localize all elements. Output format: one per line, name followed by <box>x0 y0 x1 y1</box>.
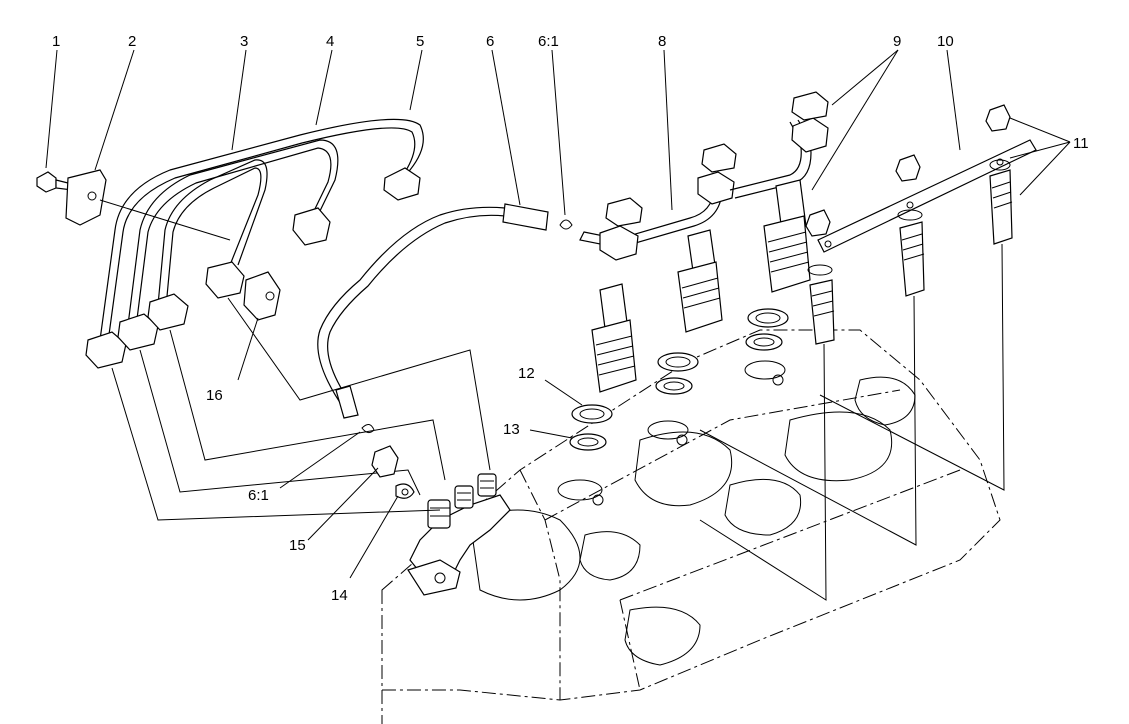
injection-lines <box>85 118 491 521</box>
bolt-and-clamps <box>36 169 281 321</box>
injectors <box>591 179 811 393</box>
callout-5: 5 <box>416 33 424 50</box>
callout-6: 6 <box>486 33 494 50</box>
callout-6-1-top: 6:1 <box>538 33 559 50</box>
callout-15: 15 <box>289 537 306 554</box>
callout-labels: 1 2 3 4 5 6 6:1 8 9 10 11 12 13 14 15 16… <box>52 33 1089 604</box>
callout-6-1-bottom: 6:1 <box>248 487 269 504</box>
glow-plugs <box>699 104 1013 601</box>
injection-pump <box>407 473 511 596</box>
callout-10: 10 <box>937 33 954 50</box>
return-hose <box>317 203 605 499</box>
callout-3: 3 <box>240 33 248 50</box>
callout-4: 4 <box>326 33 334 50</box>
leader-lines <box>45 49 1071 579</box>
glow-plug-bus-bar <box>817 139 1037 253</box>
callout-16: 16 <box>206 387 223 404</box>
callout-9: 9 <box>893 33 901 50</box>
cylinder-head <box>381 329 1001 724</box>
callout-14: 14 <box>331 587 348 604</box>
callout-2: 2 <box>128 33 136 50</box>
callout-1: 1 <box>52 33 60 50</box>
callout-8: 8 <box>658 33 666 50</box>
callout-13: 13 <box>503 421 520 438</box>
callout-11: 11 <box>1073 135 1089 152</box>
sealing-washers <box>569 308 789 451</box>
callout-12: 12 <box>518 365 535 382</box>
